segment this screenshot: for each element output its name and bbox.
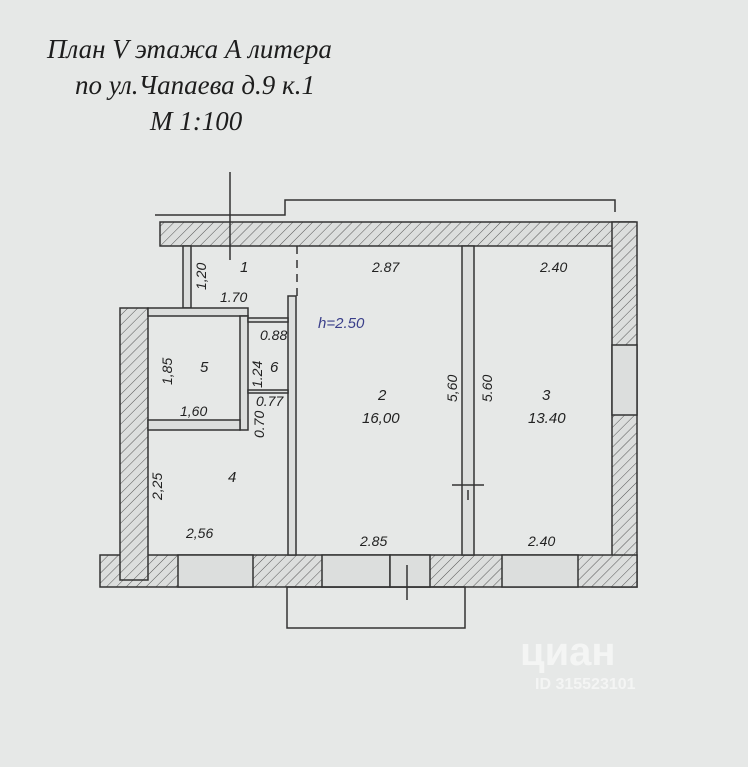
partition	[147, 419, 241, 431]
room-4-dim: 0.70	[251, 411, 267, 438]
window	[177, 554, 254, 588]
room-4-number: 4	[228, 469, 236, 486]
partition	[247, 389, 289, 394]
room-2-dim: 2.87	[371, 259, 400, 275]
room-6-dim: 0.77	[256, 393, 284, 409]
room-5-dim: 1,60	[180, 403, 207, 419]
room-5-number: 5	[200, 359, 209, 376]
room-4-dim: 2,56	[185, 525, 213, 541]
window	[321, 554, 391, 588]
top-wall	[159, 221, 636, 247]
room-3-dim: 2.40	[539, 259, 567, 275]
partition	[287, 295, 297, 556]
room-3-area: 13.40	[528, 410, 566, 427]
room-1-dim: 1.70	[220, 289, 247, 305]
room-1-dim: 1,20	[193, 263, 209, 290]
left-wall	[119, 307, 149, 581]
plan-scale: М 1:100	[150, 106, 243, 136]
window	[501, 554, 579, 588]
balcony	[286, 586, 466, 629]
room-5-dim: 1,85	[159, 358, 175, 385]
room-2-dim: 2.85	[359, 533, 387, 549]
watermark-id: ID 315523101	[535, 676, 636, 693]
partition	[461, 245, 475, 556]
room-3-number: 3	[542, 387, 551, 404]
window	[611, 344, 638, 416]
room-4-dim: 2,25	[149, 473, 165, 501]
door-opening	[389, 554, 431, 588]
room-1-number: 1	[240, 259, 248, 276]
partition	[182, 245, 192, 309]
room-2-number: 2	[377, 387, 387, 404]
partition	[147, 307, 249, 317]
ceiling-height: h=2.50	[318, 315, 365, 332]
plan-address: по ул.Чапаева д.9 к.1	[75, 70, 315, 100]
partition	[239, 315, 249, 431]
watermark-brand: циан	[520, 630, 616, 674]
room-6-dim: 1.24	[249, 361, 265, 388]
plan-title: План V этажа А литера	[47, 34, 332, 64]
room-3-dim: 2.40	[527, 533, 555, 549]
room-6-number: 6	[270, 359, 279, 376]
room-2-area: 16,00	[362, 410, 400, 427]
room-2-dim: 5,60	[444, 375, 460, 402]
room-6-dim: 0.88	[260, 327, 287, 343]
partition	[247, 317, 289, 323]
room-3-dim: 5.60	[479, 375, 495, 402]
